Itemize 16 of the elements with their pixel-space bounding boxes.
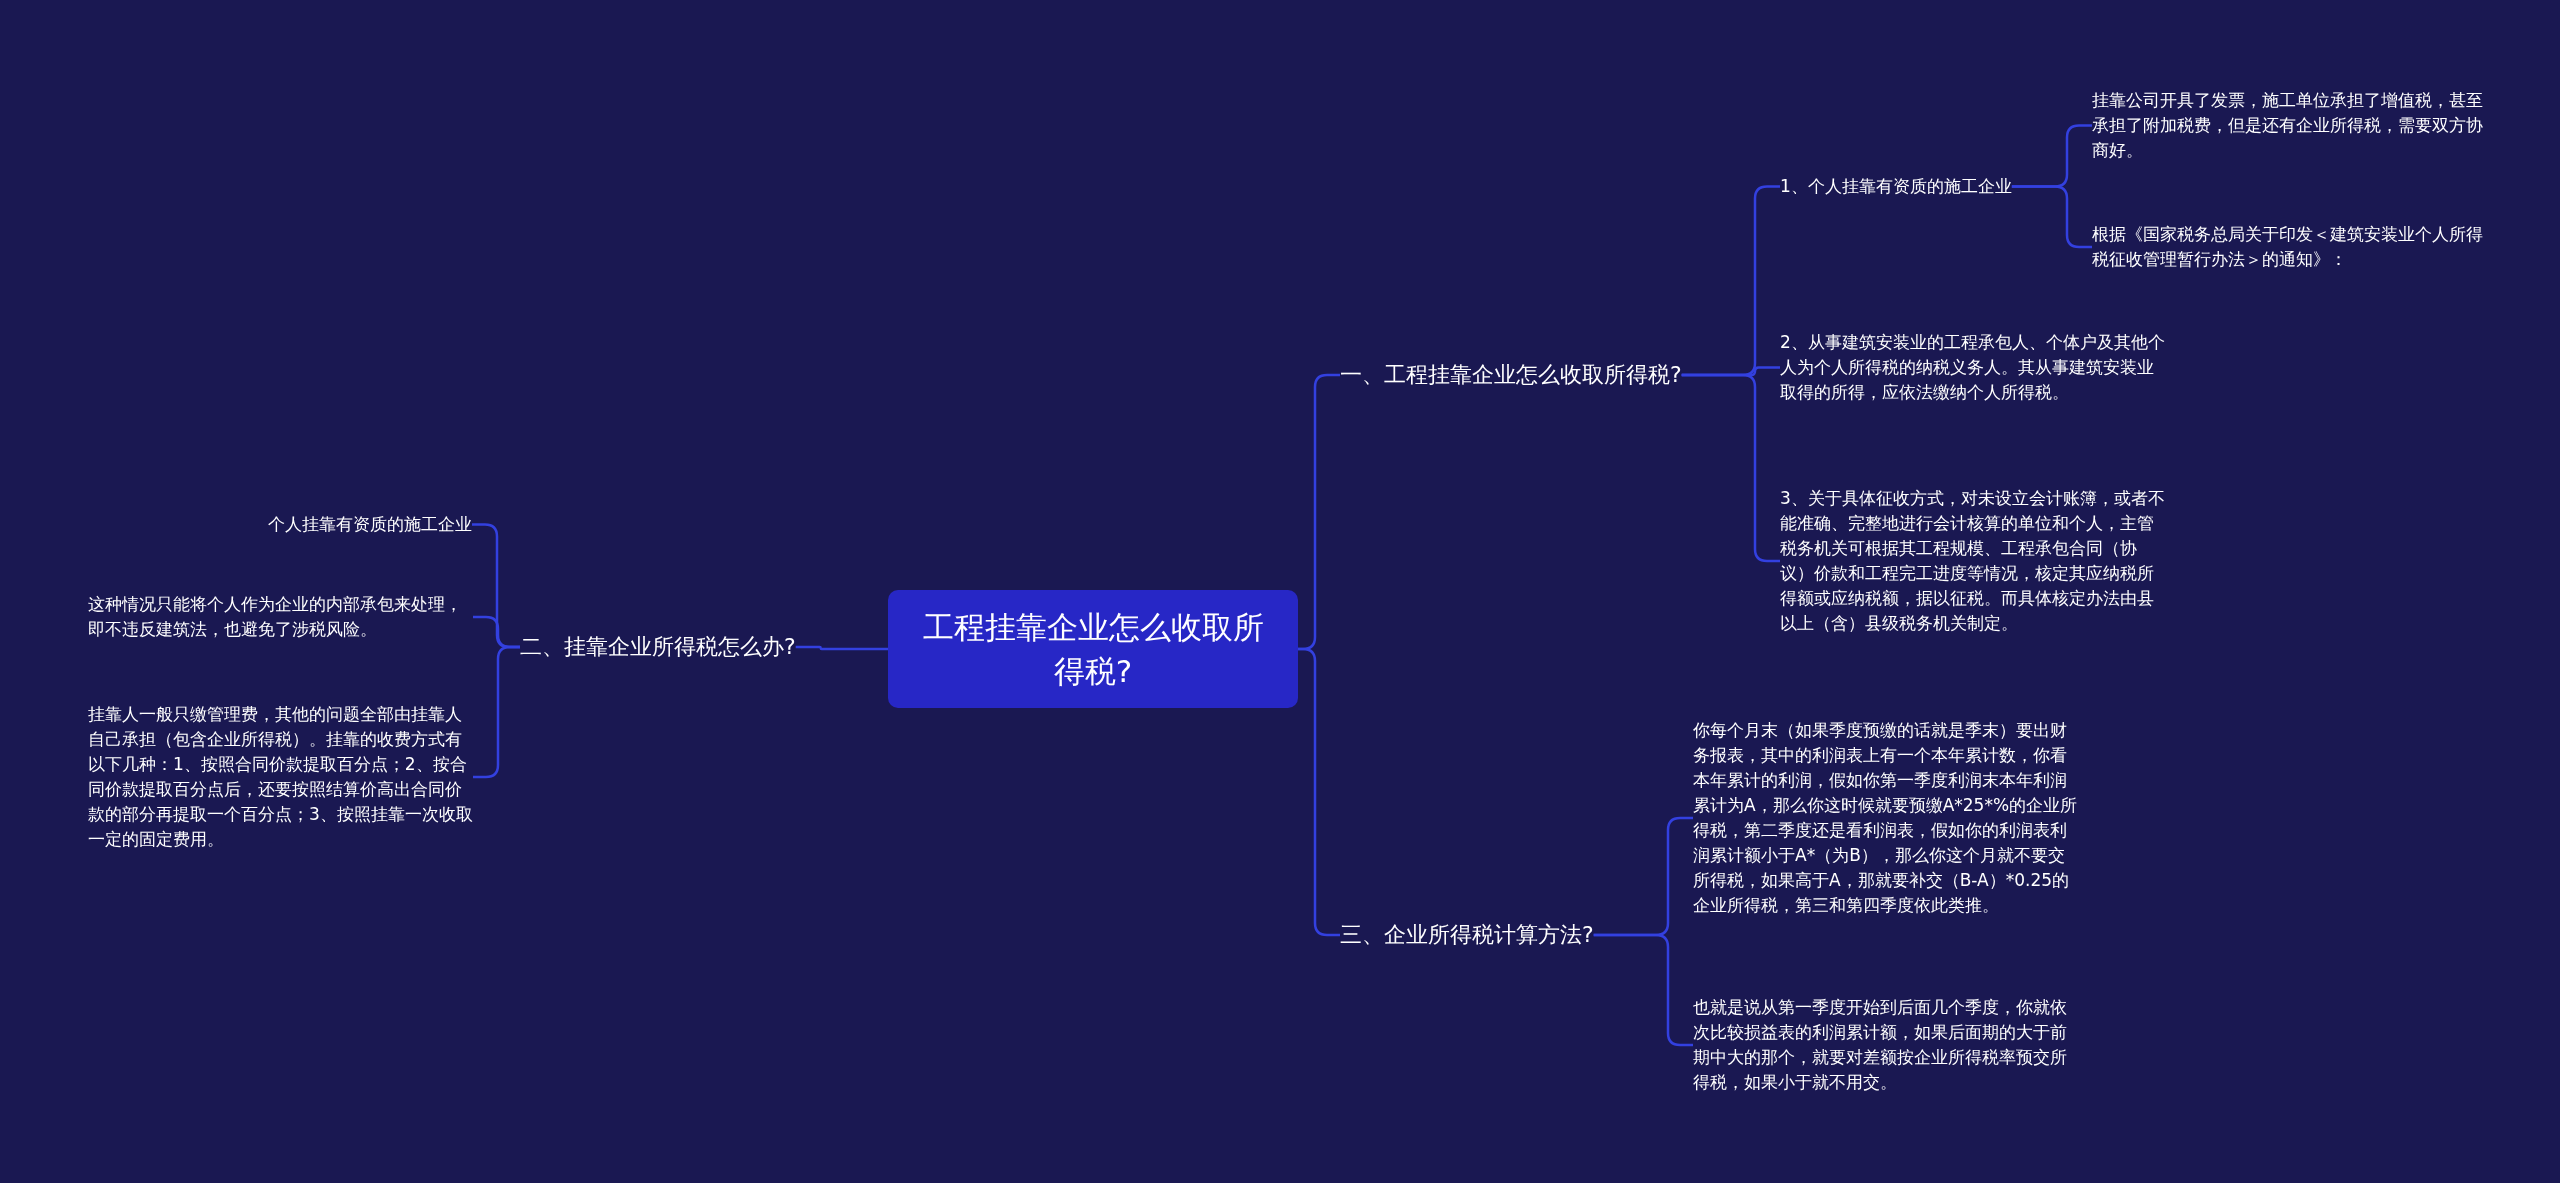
note-text: 3、关于具体征收方式，对未设立会计账簿，或者不能准确、完整地进行会计核算的单位和个人，主管税务机关可根据其工程规模、工程承包合同（协议）价款和工程完工进度等情况，核定其应纳税所得额或应纳税额，据以征税。而具体核定办法由县以上（含）县级税务机关制定。 [1780, 487, 2165, 635]
note-text: 这种情况只能将个人作为企业的内部承包来处理，即不违反建筑法，也避免了涉税风险。 [88, 593, 463, 641]
note-text: 也就是说从第一季度开始到后面几个季度，你就依次比较损益表的利润累计额，如果后面期的大于前期中大的那个，就要对差额按企业所得税率预交所得税，如果小于就不用交。 [1693, 996, 2068, 1094]
central-topic-box [888, 590, 1298, 708]
note-text: 挂靠人一般只缴管理费，其他的问题全部由挂靠人自己承担（包含企业所得税）。挂靠的收费方式有以下几种：1、按照合同价款提取百分点；2、按合同价款提取百分点后，还要按照结算价高出合同价款的部分再提取一个百分点；3、按照挂靠一次收取一定的固定费用。 [88, 703, 473, 851]
note-text: 2、从事建筑安装业的工程承包人、个体户及其他个人为个人所得税的纳税义务人。其从事建筑安装业取得的所得，应依法缴纳个人所得税。 [1780, 331, 2165, 404]
note-text: 你每个月末（如果季度预缴的话就是季末）要出财务报表，其中的利润表上有一个本年累计数，你看本年累计的利润，假如你第一季度利润末本年利润累计为A，那么你这时候就要预缴A*25*%的企业所得税，第二季度还是看利润表，假如你的利润表利润累计额小于A*（为B），那么你这个月就不要交所得税，如果高于A，那就要补交（B-A）*0.25的企业所得税，第三和第四季度依此类推。 [1693, 719, 2078, 917]
topic-text: 一、工程挂靠企业怎么收取所得税? [1340, 361, 1682, 389]
central-topic-text: 工程挂靠企业怎么收取所得税? [921, 608, 1265, 691]
note-text: 挂靠公司开具了发票，施工单位承担了增值税，甚至承担了附加税费，但是还有企业所得税，需要双方协商好。 [2092, 89, 2484, 162]
connector-line [795, 645, 888, 651]
note-text: 个人挂靠有资质的施工企业 [267, 513, 472, 536]
topic-text: 三、企业所得税计算方法? [1340, 921, 1594, 949]
note-text: 根据《国家税务总局关于印发＜建筑安装业个人所得税征收管理暂行办法＞的通知》： [2092, 223, 2484, 271]
subtopic-text: 1、个人挂靠有资质的施工企业 [1780, 175, 2012, 198]
topic-text: 二、挂靠企业所得税怎么办? [520, 633, 796, 661]
